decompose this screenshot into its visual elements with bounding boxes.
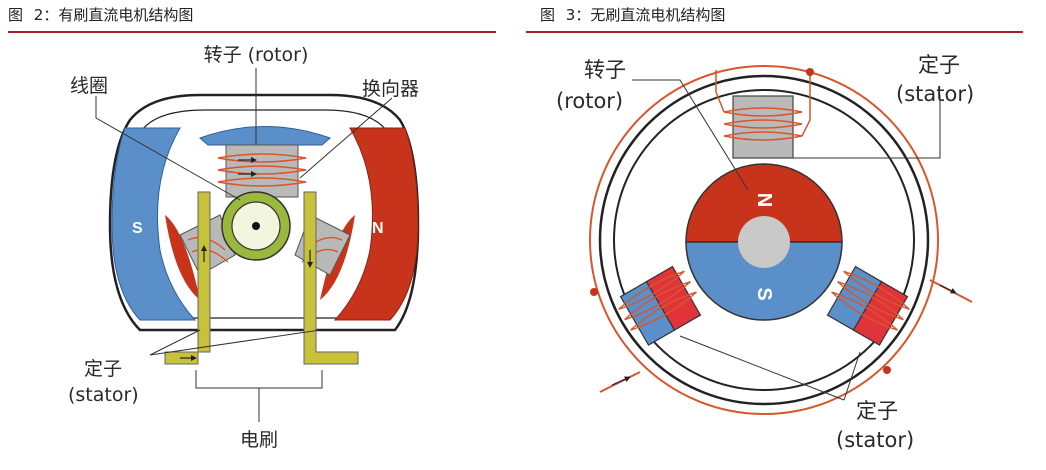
- figure-2-prefix: 图: [8, 6, 24, 24]
- n-pole-magnet: [333, 127, 419, 321]
- rotor-shaft: [738, 216, 790, 268]
- figure-3-caption: 图 3：无刷直流电机结构图: [540, 4, 725, 25]
- brushless-motor-diagram: N S: [556, 53, 974, 452]
- brush-left: [164, 191, 211, 365]
- stator-bottom-label-en: (stator): [836, 428, 914, 452]
- figure-2-rule: [8, 31, 496, 33]
- rotor-label: 转子 (rotor): [204, 44, 309, 66]
- stator-bottom-left: [618, 265, 702, 346]
- s-pole-label: S: [132, 220, 143, 237]
- winding-wire-ring: [589, 65, 939, 415]
- brushed-motor-diagram: S N: [68, 44, 420, 451]
- stator-label-cn: 定子: [84, 358, 122, 380]
- stator-top-label-en: (stator): [896, 82, 974, 106]
- lead-arrow-right: [939, 284, 957, 294]
- rotor-s-label: S: [753, 287, 775, 300]
- rotor-label-cn: 转子: [584, 58, 626, 82]
- stator-label-en: (stator): [68, 384, 139, 406]
- left-pole-shoe: [165, 215, 200, 300]
- brush-label: 电刷: [240, 429, 278, 451]
- top-stator-coil: [715, 70, 811, 141]
- rotor-label-en: (rotor): [556, 89, 623, 113]
- figure-2-number: 2：: [33, 6, 59, 24]
- rotor-cap: [199, 126, 331, 146]
- fig2-leader-lines: [95, 68, 393, 422]
- figure-3-prefix: 图: [540, 6, 556, 24]
- n-pole-label: N: [372, 220, 384, 237]
- figure-3-title: 无刷直流电机结构图: [590, 6, 726, 24]
- rotor-coil: [217, 153, 307, 187]
- brush-right: [303, 191, 359, 365]
- stator-bottom-label-cn: 定子: [856, 399, 898, 423]
- figure-2-title: 有刷直流电机结构图: [58, 6, 194, 24]
- rotor-core: [225, 144, 299, 198]
- figure-3-rule: [526, 31, 1023, 33]
- s-pole-magnet: [111, 127, 197, 321]
- stator-bottom-right: [826, 265, 910, 346]
- fig3-leader-lines: [632, 79, 941, 401]
- commutator-label: 换向器: [362, 78, 419, 100]
- wire-terminals: [590, 68, 891, 374]
- figure-3-number: 3：: [565, 6, 591, 24]
- stator-top-label-cn: 定子: [918, 53, 960, 77]
- rotor-n-half: [685, 163, 843, 243]
- rotor-s-half: [685, 241, 843, 321]
- figure-2-caption: 图 2：有刷直流电机结构图: [8, 4, 193, 25]
- rotor-n-label: N: [753, 193, 775, 207]
- lead-arrow-left: [611, 376, 631, 386]
- shaft: [252, 222, 260, 230]
- coil-label: 线圈: [70, 75, 108, 97]
- housing-inner-ring: [613, 89, 915, 391]
